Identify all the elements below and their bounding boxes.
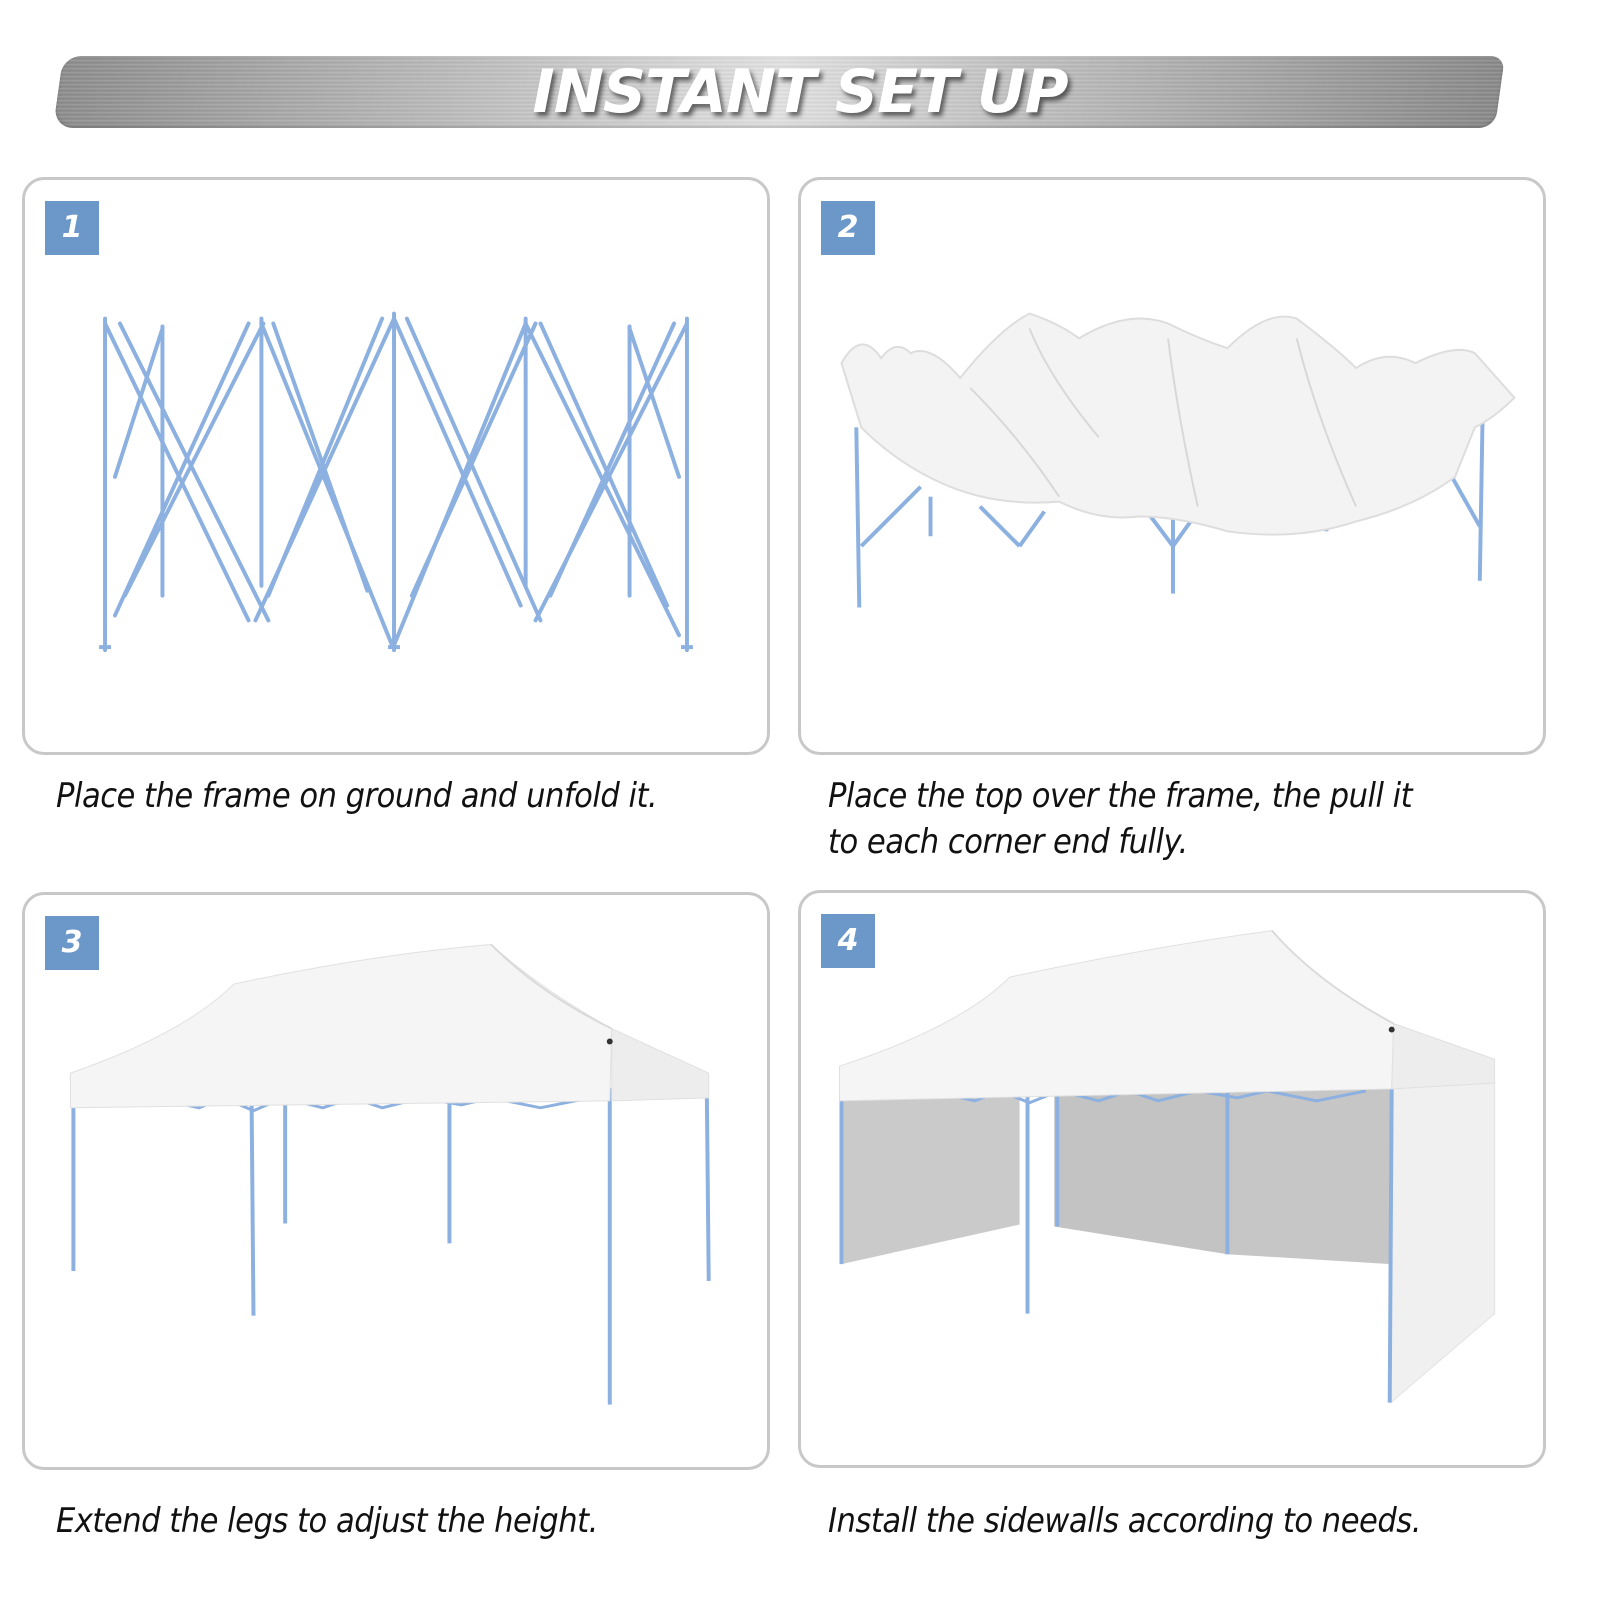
step-4-badge: 4 <box>821 914 875 968</box>
step-2-caption-line1: Place the top over the frame, the pull i… <box>828 776 1413 816</box>
page-title: INSTANT SET UP <box>532 57 1068 127</box>
step-2-panel: 2 <box>798 177 1546 755</box>
sidewalls-illustration <box>838 929 1496 1404</box>
canopy-draped-illustration <box>840 312 1516 608</box>
step-1-badge: 1 <box>45 201 99 255</box>
extended-legs-illustration <box>69 943 711 1405</box>
step-1-caption: Place the frame on ground and unfold it. <box>56 776 658 816</box>
step-3-badge: 3 <box>45 916 99 970</box>
step-3-panel: 3 <box>22 892 770 1470</box>
step-2-caption-line2: to each corner end fully. <box>828 822 1188 862</box>
step-1-panel: 1 <box>22 177 770 755</box>
step-4-caption: Install the sidewalls according to needs… <box>828 1501 1421 1541</box>
step-4-panel: 4 <box>798 890 1546 1468</box>
step-3-caption: Extend the legs to adjust the height. <box>56 1501 598 1541</box>
step-2-badge: 2 <box>821 201 875 255</box>
folded-frame-illustration <box>99 311 693 653</box>
